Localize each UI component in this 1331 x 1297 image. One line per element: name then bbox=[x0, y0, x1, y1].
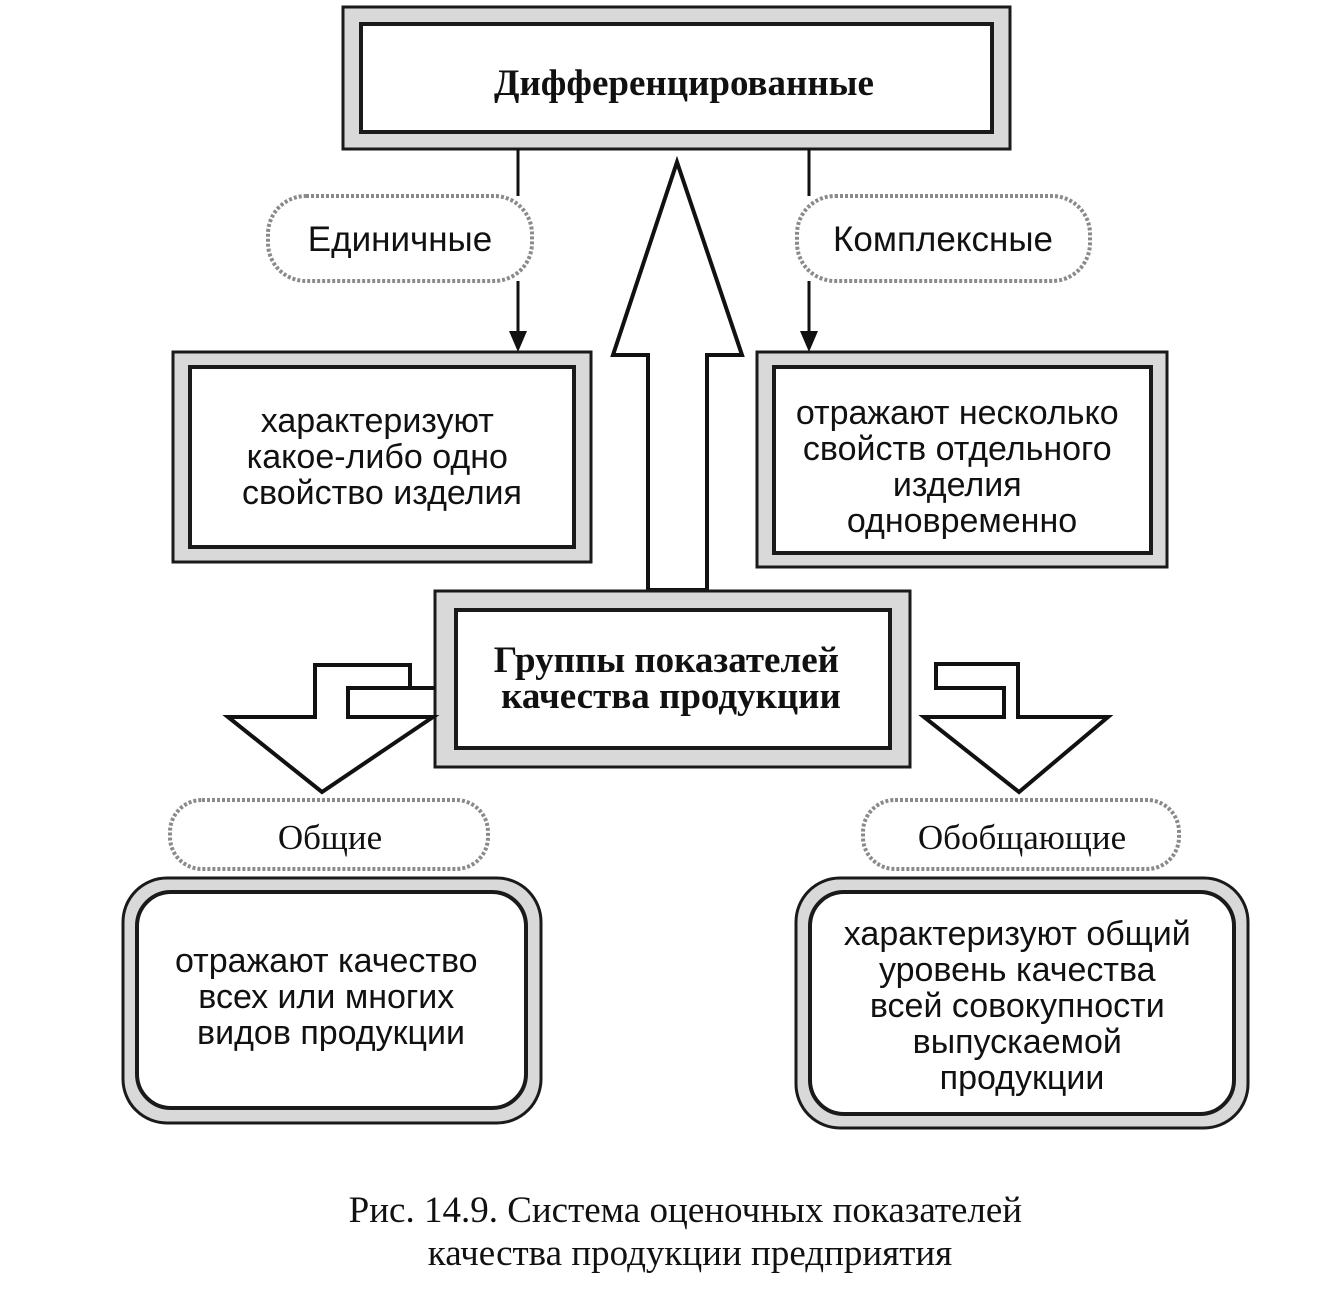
up-arrow bbox=[610, 155, 745, 592]
complex-desc: отражают несколько свойств отдельного из… bbox=[796, 394, 1128, 540]
caption-line: качества продукции предприятия bbox=[428, 1233, 952, 1274]
general-desc-line: всех или многих bbox=[198, 978, 454, 1016]
top-box-label: Дифференцированные bbox=[494, 63, 874, 104]
right-down-arrow bbox=[918, 662, 1114, 795]
center-box: Группы показателей качества продукции bbox=[433, 589, 912, 769]
center-box-label: Группы показателей качества продукции bbox=[494, 640, 848, 717]
single-desc-box: характеризуют какое-либо одно свойство и… bbox=[171, 350, 593, 564]
single-tag-label: Единичные bbox=[308, 220, 492, 259]
summary-tag-label: Обобщающие bbox=[918, 818, 1126, 857]
left-down-arrow bbox=[222, 663, 440, 795]
single-desc-line: какое-либо одно bbox=[247, 438, 508, 476]
summary-desc: характеризуют общий уровень качества все… bbox=[844, 915, 1200, 1097]
general-desc-line: отражают качество bbox=[175, 942, 478, 980]
summary-desc-line: всей совокупности bbox=[870, 987, 1165, 1025]
single-tag: Единичные bbox=[266, 194, 534, 283]
complex-tag-label: Комплексные bbox=[833, 220, 1053, 259]
general-tag-label: Общие bbox=[278, 818, 382, 857]
summary-desc-line: выпускаемой bbox=[913, 1023, 1122, 1061]
connector-single bbox=[509, 149, 527, 352]
single-desc-line: свойство изделия bbox=[242, 474, 522, 512]
caption-line: Рис. 14.9. Система оценочных показателей bbox=[349, 1190, 1022, 1231]
complex-desc-box: отражают несколько свойств отдельного из… bbox=[755, 350, 1169, 569]
summary-tag: Обобщающие bbox=[861, 798, 1181, 871]
summary-desc-line: уровень качества bbox=[879, 951, 1156, 989]
complex-desc-line: одновременно bbox=[847, 502, 1077, 540]
summary-desc-line: характеризуют общий bbox=[844, 915, 1191, 953]
complex-desc-line: свойств отдельного bbox=[803, 430, 1112, 468]
summary-desc-box: характеризуют общий уровень качества все… bbox=[794, 876, 1250, 1130]
complex-desc-line: отражают несколько bbox=[796, 394, 1119, 432]
center-box-line: качества продукции bbox=[501, 676, 841, 717]
figure-caption: Рис. 14.9. Система оценочных показателей… bbox=[349, 1190, 1032, 1274]
single-desc: характеризуют какое-либо одно свойство и… bbox=[242, 402, 522, 512]
general-desc-box: отражают качество всех или многих видов … bbox=[121, 876, 543, 1125]
complex-tag: Комплексные bbox=[795, 194, 1092, 283]
connector-complex bbox=[800, 149, 818, 352]
top-box: Дифференцированные bbox=[341, 5, 1012, 151]
general-desc: отражают качество всех или многих видов … bbox=[175, 942, 487, 1052]
summary-desc-line: продукции bbox=[940, 1059, 1105, 1097]
general-desc-line: видов продукции bbox=[197, 1014, 465, 1052]
center-box-line: Группы показателей bbox=[494, 640, 839, 681]
general-tag: Общие bbox=[168, 798, 490, 871]
single-desc-line: характеризуют bbox=[261, 402, 494, 440]
complex-desc-line: изделия bbox=[893, 466, 1022, 504]
